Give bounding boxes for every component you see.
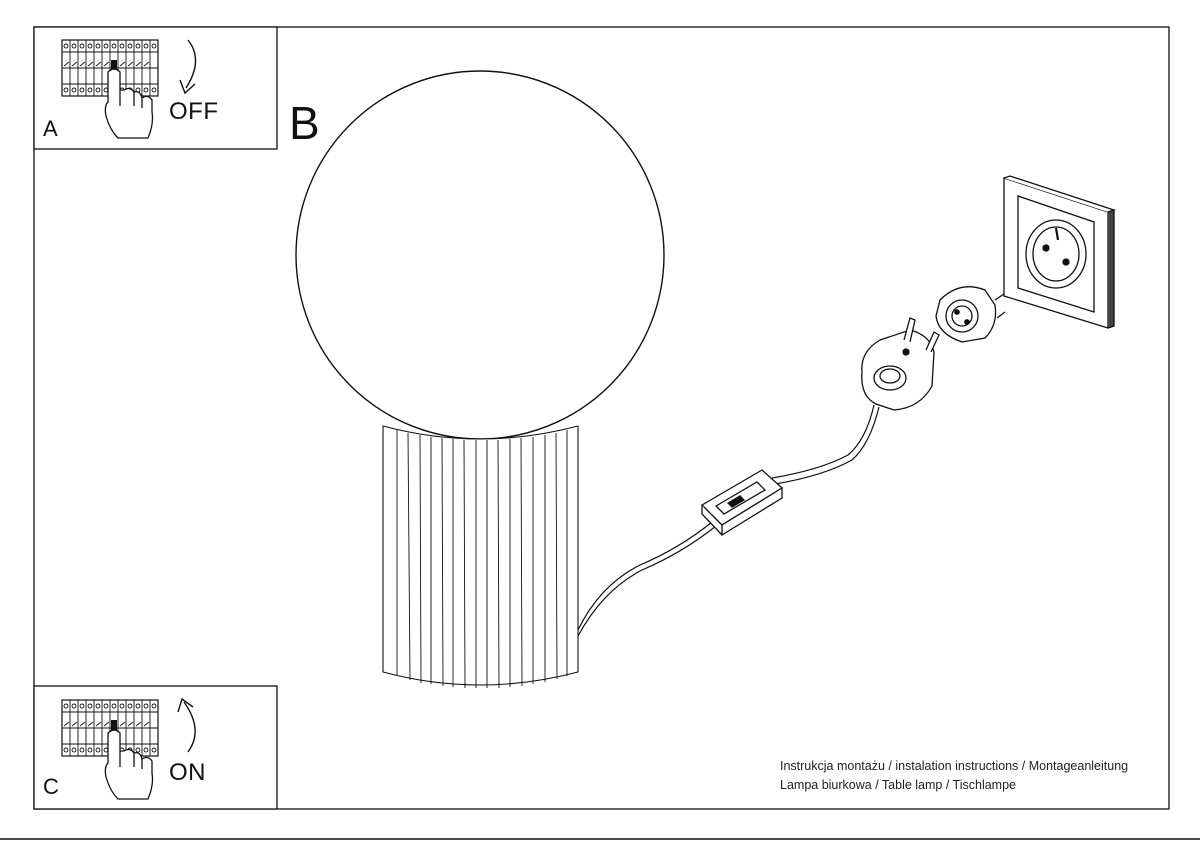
lamp-base xyxy=(382,425,579,689)
lamp-globe xyxy=(295,70,665,440)
arrow-up-icon xyxy=(177,697,196,753)
step-b-label: B xyxy=(289,97,320,149)
power-cord xyxy=(577,404,880,637)
footer-subtitle: Lampa biurkowa / Table lamp / Tischlampe xyxy=(780,778,1016,792)
footer-title: Instrukcja montażu / instalation instruc… xyxy=(780,759,1129,773)
inline-switch xyxy=(700,469,784,537)
arrow-down-icon xyxy=(179,39,197,95)
plug xyxy=(861,317,940,411)
plug-adapter xyxy=(935,286,1006,343)
wall-socket xyxy=(1003,175,1117,329)
off-label: OFF xyxy=(169,98,219,125)
step-c-label: C xyxy=(43,774,59,799)
on-label: ON xyxy=(169,759,206,786)
step-a-label: A xyxy=(43,116,58,141)
page-frame xyxy=(33,26,1170,810)
